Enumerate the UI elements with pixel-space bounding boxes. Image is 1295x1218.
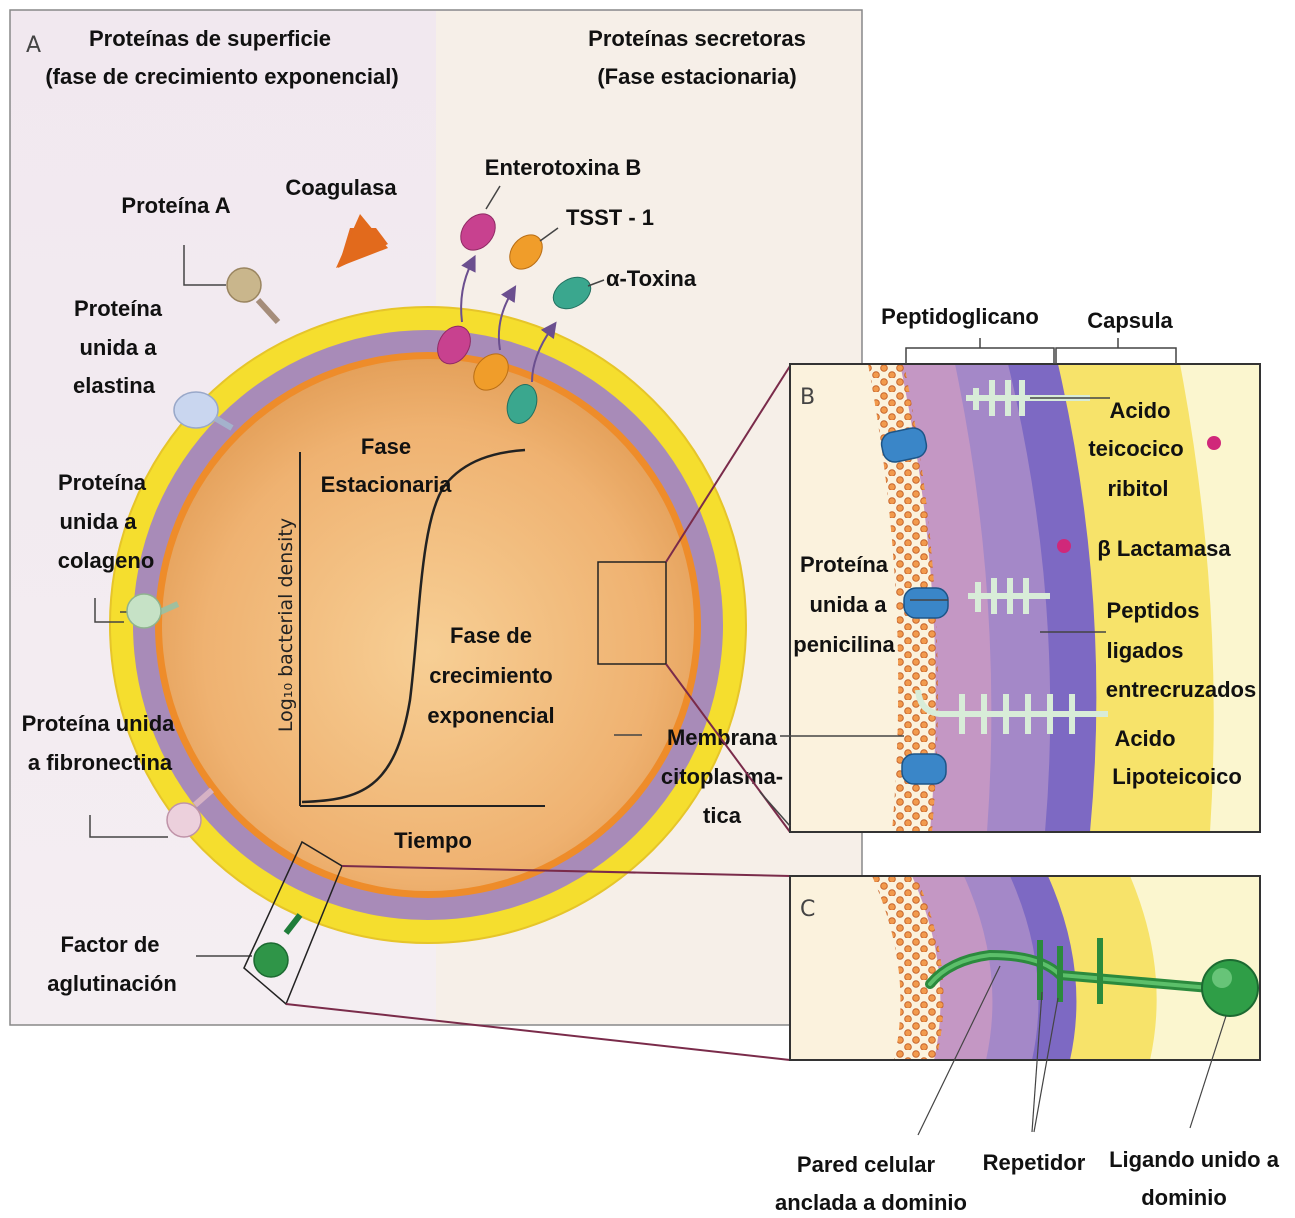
pared-label-2: anclada a dominio [775, 1190, 967, 1215]
fibronectina-label-1: Proteína unida [22, 711, 176, 736]
coagulasa-label: Coagulasa [285, 175, 397, 200]
exp-phase-heading: (fase de crecimiento exponencial) [45, 64, 398, 89]
elastina-label-3: elastina [73, 373, 156, 398]
panel-a: A Proteínas de superficie (fase de creci… [10, 10, 862, 1025]
membrana-label-2: citoplasma- [661, 764, 783, 789]
beta-lactamase-icon [1057, 539, 1071, 553]
colageno-label-1: Proteína [58, 470, 147, 495]
pared-label-1: Pared celular [797, 1152, 936, 1177]
teicoico-label-1: Acido [1109, 398, 1170, 423]
membrana-label-3: tica [703, 803, 742, 828]
alpha-toxin-label: α-Toxina [606, 266, 697, 291]
pbp-label-3: penicilina [793, 632, 895, 657]
lactamasa-label: β Lactamasa [1097, 536, 1231, 561]
surface-proteins-heading: Proteínas de superficie [89, 26, 331, 51]
stationary-phase-heading: (Fase estacionaria) [597, 64, 796, 89]
curve-x-label: Tiempo [394, 828, 472, 853]
enterotoxina-label: Enterotoxina B [485, 155, 641, 180]
proteina-a-label: Proteína A [121, 193, 230, 218]
panel-c: C [790, 876, 1260, 1060]
pbp-3 [902, 754, 946, 784]
repetidor-label: Repetidor [983, 1150, 1086, 1175]
panel-a-letter: A [26, 33, 41, 58]
lipo-label-1: Acido [1114, 726, 1175, 751]
teicoico-label-3: ribitol [1107, 476, 1168, 501]
exp-label-2: crecimiento [429, 663, 553, 688]
capsula-label: Capsula [1087, 308, 1173, 333]
ligando-label-2: dominio [1141, 1185, 1227, 1210]
cytoplasm [162, 359, 694, 891]
clumping-factor-ball [254, 943, 288, 977]
panel-c-letter: C [800, 897, 815, 922]
curve-y-label: Log₁₀ bacterial density [275, 518, 297, 732]
teicoico-label-2: teicocico [1088, 436, 1183, 461]
pbp-2 [904, 588, 948, 618]
exp-label-3: exponencial [427, 703, 554, 728]
pbp-label-1: Proteína [800, 552, 889, 577]
proteina-a-ball [227, 268, 261, 302]
fibronectina-protein-ball [167, 803, 201, 837]
panel-b: B Acido teicocico ribitol β Lactamasa Pr… [760, 364, 1260, 832]
peptidos-label-2: ligados [1106, 638, 1183, 663]
elastina-protein-ball [174, 392, 218, 428]
capsula-bracket [1056, 348, 1176, 364]
elastina-label-1: Proteína [74, 296, 163, 321]
peptidos-label-3: entrecruzados [1106, 677, 1256, 702]
panel-b-brackets: Peptidoglicano Capsula [881, 304, 1176, 364]
factor-label-1: Factor de [60, 932, 159, 957]
peptidoglicano-label: Peptidoglicano [881, 304, 1039, 329]
colageno-protein-ball [127, 594, 161, 628]
factor-label-2: aglutinación [47, 971, 177, 996]
fibronectina-label-2: a fibronectina [28, 750, 173, 775]
elastina-label-2: unida a [79, 335, 157, 360]
colageno-label-2: unida a [59, 509, 137, 534]
ligando-label-1: Ligando unido a [1109, 1147, 1280, 1172]
peptidoglicano-bracket [906, 348, 1054, 364]
stationary-label-1: Fase [361, 434, 411, 459]
ligand-binding-domain-ball [1202, 960, 1258, 1016]
ligand-ball-highlight [1212, 968, 1232, 988]
secretory-proteins-heading: Proteínas secretoras [588, 26, 806, 51]
colageno-label-3: colageno [58, 548, 155, 573]
membrana-label-1: Membrana [667, 725, 778, 750]
beta-lactamase-icon-2 [1207, 436, 1221, 450]
tsst-label: TSST - 1 [566, 205, 654, 230]
exp-label-1: Fase de [450, 623, 532, 648]
peptidos-label-1: Peptidos [1107, 598, 1200, 623]
pbp-label-2: unida a [809, 592, 887, 617]
stationary-label-2: Estacionaria [321, 472, 453, 497]
panel-b-letter: B [800, 385, 815, 410]
lipo-label-2: Lipoteicoico [1112, 764, 1242, 789]
